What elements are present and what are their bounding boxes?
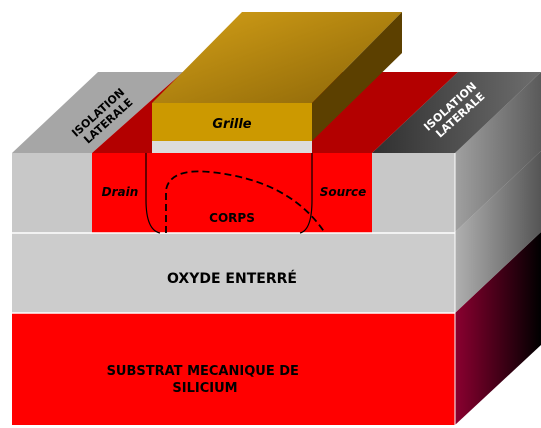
right-face-substrate xyxy=(455,232,541,425)
gate-front xyxy=(152,103,312,141)
right-face-oxide xyxy=(455,151,541,313)
right-face-isolation xyxy=(455,72,541,232)
gate-side xyxy=(312,12,402,141)
isolation-front-right xyxy=(372,153,455,233)
source-label: Source xyxy=(320,185,367,199)
depletion-dashed-line xyxy=(165,170,326,234)
isolation-top-right xyxy=(372,72,541,153)
silicon-film-front xyxy=(92,153,372,233)
substrate-front xyxy=(12,313,455,425)
drain-label: Drain xyxy=(102,185,139,199)
isolation-front-left xyxy=(12,153,92,233)
gate-oxide xyxy=(152,141,312,153)
gate-label: Grille xyxy=(212,117,251,132)
isolation-top-left xyxy=(12,72,183,153)
buried-oxide-front xyxy=(12,233,455,313)
body-label: CORPS xyxy=(209,211,255,225)
gate-top xyxy=(152,12,402,103)
drain-junction-line xyxy=(145,153,161,234)
substrate-label: SUBSTRAT MECANIQUE DE SILICIUM xyxy=(107,364,304,396)
source-junction-line xyxy=(299,153,313,234)
buried-oxide-label: OXYDE ENTERRÉ xyxy=(167,270,297,287)
